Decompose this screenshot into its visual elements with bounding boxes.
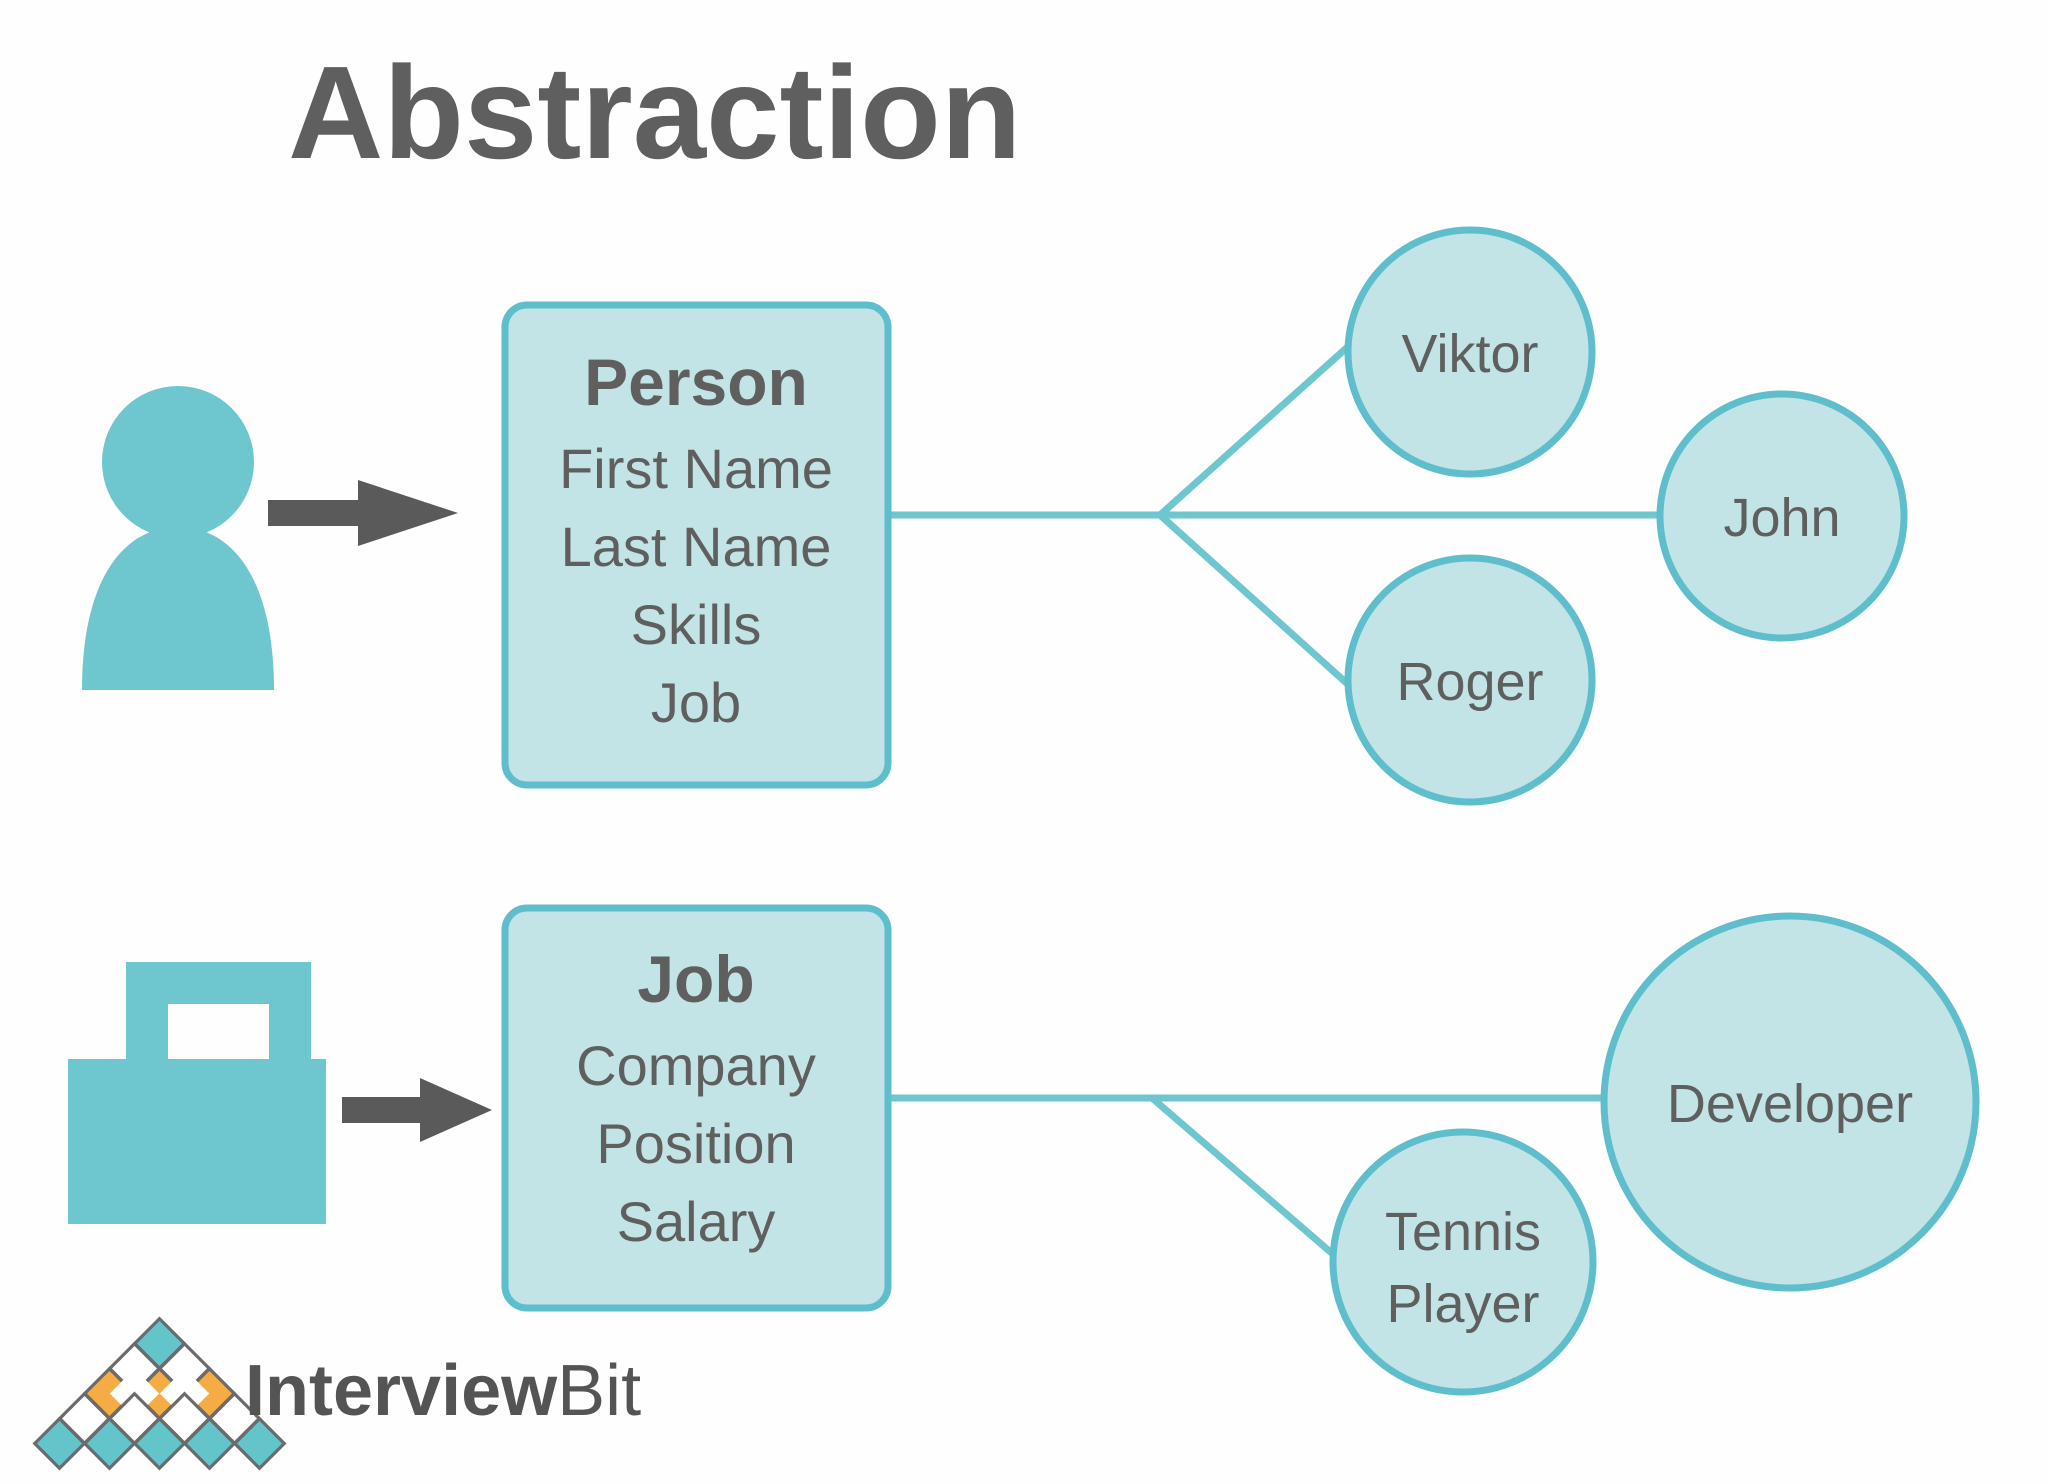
instance-node-john[interactable]: John	[1656, 390, 1908, 642]
entity-box-job-title: Job	[637, 942, 754, 1016]
entity-attr-job: Job	[651, 671, 741, 734]
instance-node-roger[interactable]: Roger	[1344, 554, 1596, 806]
instance-node-developer[interactable]: Developer	[1600, 912, 1980, 1292]
entity-attr-skills: Skills	[631, 593, 762, 656]
arrow-right-icon-job	[342, 1078, 492, 1142]
svg-text:InterviewBit: InterviewBit	[245, 1351, 641, 1431]
instance-node-john-label: John	[1723, 488, 1840, 548]
entity-attr-position: Position	[596, 1112, 795, 1175]
person-icon	[82, 386, 274, 690]
arrow-right-icon-person	[268, 480, 458, 546]
instance-node-tennis-player-label-line2: Player	[1386, 1274, 1539, 1334]
entity-box-person[interactable]: Person First Name Last Name Skills Job	[501, 301, 892, 789]
instance-node-viktor[interactable]: Viktor	[1344, 226, 1596, 478]
interviewbit-pyramid-logo-icon	[32, 1316, 287, 1471]
instance-node-viktor-label: Viktor	[1401, 324, 1538, 384]
connector-job	[888, 1094, 1612, 1265]
entity-attr-salary: Salary	[617, 1190, 776, 1253]
interviewbit-logo[interactable]: InterviewBit	[32, 1316, 641, 1471]
entity-box-job[interactable]: Job Company Position Salary	[501, 904, 892, 1312]
instance-node-tennis-player-label-line1: Tennis	[1385, 1202, 1541, 1262]
instance-node-tennis-player[interactable]: Tennis Player	[1329, 1128, 1597, 1396]
instance-node-roger-label: Roger	[1396, 652, 1543, 712]
entity-attr-first-name: First Name	[559, 437, 833, 500]
logo-wordmark-light: Bit	[557, 1351, 641, 1431]
connector-person	[888, 340, 1660, 691]
entity-attr-company: Company	[576, 1034, 816, 1097]
briefcase-icon	[68, 962, 326, 1224]
entity-box-person-title: Person	[584, 345, 808, 419]
entity-attr-last-name: Last Name	[561, 515, 832, 578]
instance-node-developer-label: Developer	[1667, 1074, 1913, 1134]
page-title: Abstraction	[288, 39, 1021, 186]
logo-wordmark-bold: Interview	[245, 1351, 558, 1431]
